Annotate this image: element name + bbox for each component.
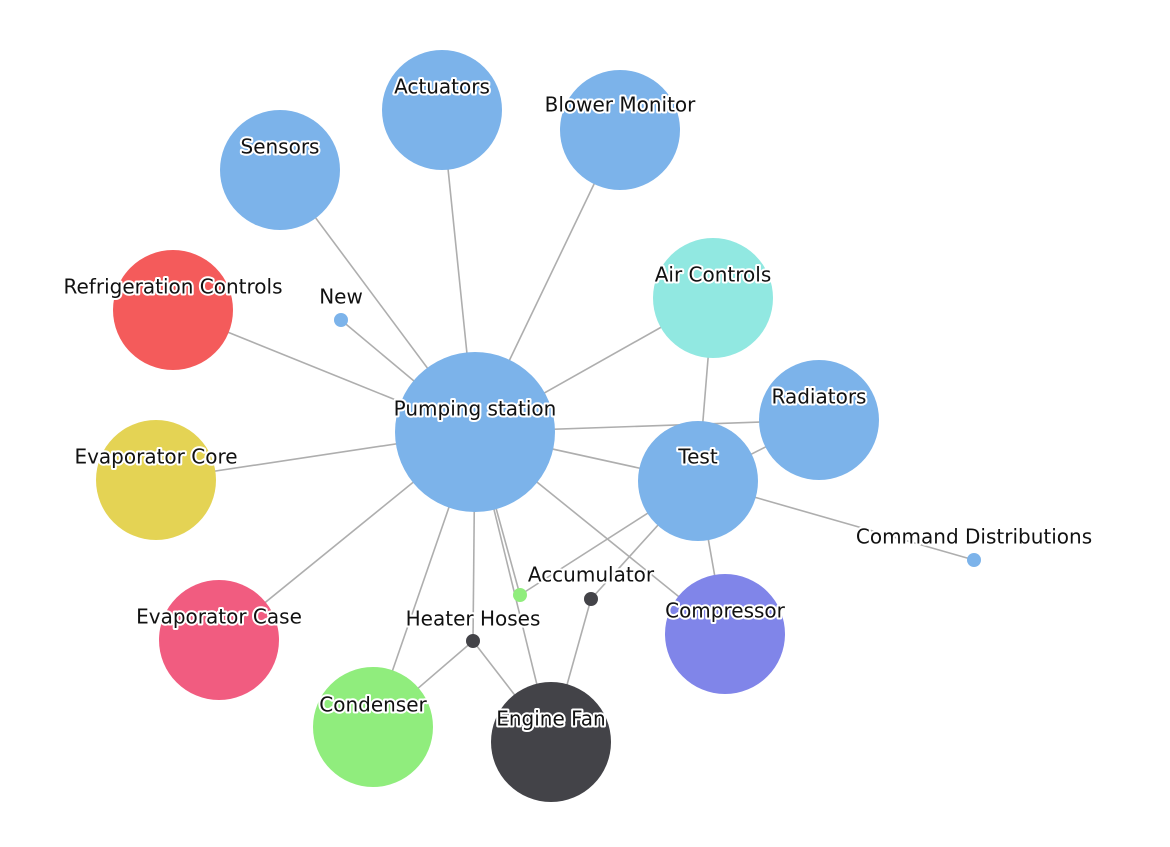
- node-label-air: Air Controls: [655, 263, 772, 287]
- node-enginefan[interactable]: [491, 682, 611, 802]
- node-label-sensors: Sensors: [241, 135, 320, 159]
- node-condenser[interactable]: [313, 667, 433, 787]
- node-blower[interactable]: [560, 70, 680, 190]
- node-label-enginefan: Engine Fan: [496, 707, 606, 731]
- node-label-evapcore: Evaporator Core: [74, 445, 237, 469]
- node-refrig[interactable]: [113, 250, 233, 370]
- node-label-evapcase: Evaporator Case: [136, 605, 302, 629]
- node-actuators[interactable]: [382, 50, 502, 170]
- node-label-heater: Heater Hoses: [406, 607, 541, 631]
- node-compressor[interactable]: [665, 574, 785, 694]
- node-command[interactable]: [967, 553, 981, 567]
- node-label-refrig: Refrigeration Controls: [64, 275, 283, 299]
- node-air[interactable]: [653, 238, 773, 358]
- node-evapcore[interactable]: [96, 420, 216, 540]
- node-evapcase[interactable]: [159, 580, 279, 700]
- node-sensors[interactable]: [220, 110, 340, 230]
- node-label-compressor: Compressor: [665, 599, 786, 623]
- node-label-accum: Accumulator: [528, 563, 655, 587]
- node-label-test: Test: [677, 445, 718, 469]
- node-label-blower: Blower Monitor: [545, 93, 697, 117]
- node-accum_link[interactable]: [513, 588, 527, 602]
- node-accum[interactable]: [584, 592, 598, 606]
- node-test[interactable]: [638, 421, 758, 541]
- node-radiators[interactable]: [759, 360, 879, 480]
- node-label-condenser: Condenser: [319, 693, 427, 717]
- node-heater[interactable]: [466, 634, 480, 648]
- node-label-actuators: Actuators: [394, 75, 490, 99]
- node-label-pumping: Pumping station: [394, 397, 557, 421]
- node-new[interactable]: [334, 313, 348, 327]
- node-label-radiators: Radiators: [772, 385, 867, 409]
- node-label-command: Command Distributions: [856, 525, 1092, 549]
- node-label-new: New: [319, 285, 363, 309]
- node-pumping[interactable]: [395, 352, 555, 512]
- node-layer: [96, 50, 981, 802]
